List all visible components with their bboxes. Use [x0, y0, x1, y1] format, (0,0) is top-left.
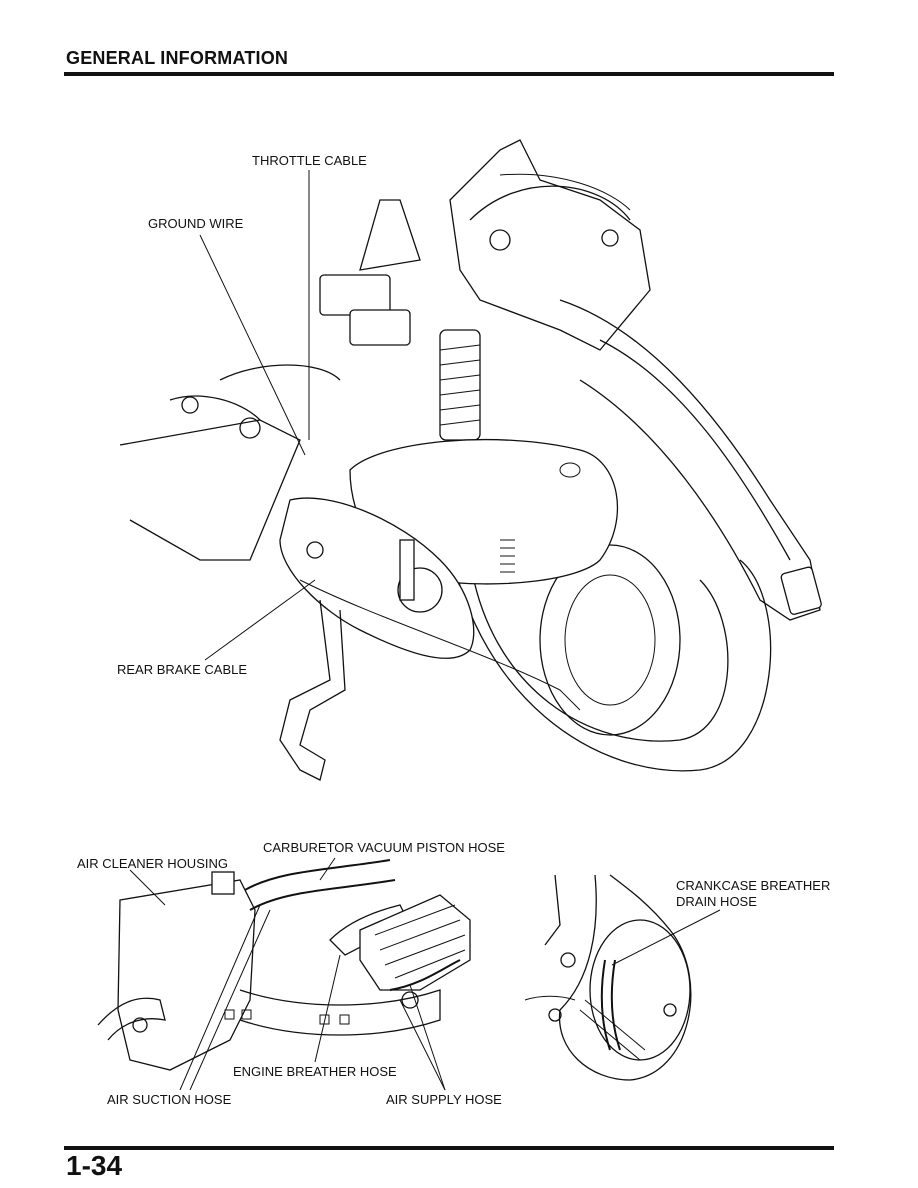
label-crankcase-breather: CRANKCASE BREATHER — [676, 878, 831, 893]
page-header-title: GENERAL INFORMATION — [66, 48, 289, 68]
label-air-cleaner-housing: AIR CLEANER HOUSING — [77, 856, 228, 871]
page-number: 1-34 — [66, 1150, 123, 1181]
label-throttle-cable: THROTTLE CABLE — [252, 153, 367, 168]
label-ground-wire: GROUND WIRE — [148, 216, 244, 231]
label-rear-brake-cable: REAR BRAKE CABLE — [117, 662, 248, 677]
label-air-suction-hose: AIR SUCTION HOSE — [107, 1092, 232, 1107]
footer-rule — [64, 1146, 834, 1150]
label-engine-breather-hose: ENGINE BREATHER HOSE — [233, 1064, 397, 1079]
header-rule — [64, 72, 834, 76]
label-air-supply-hose: AIR SUPPLY HOSE — [386, 1092, 502, 1107]
label-carburetor-vacuum-piston-hose: CARBURETOR VACUUM PISTON HOSE — [263, 840, 505, 855]
label-drain-hose: DRAIN HOSE — [676, 894, 757, 909]
